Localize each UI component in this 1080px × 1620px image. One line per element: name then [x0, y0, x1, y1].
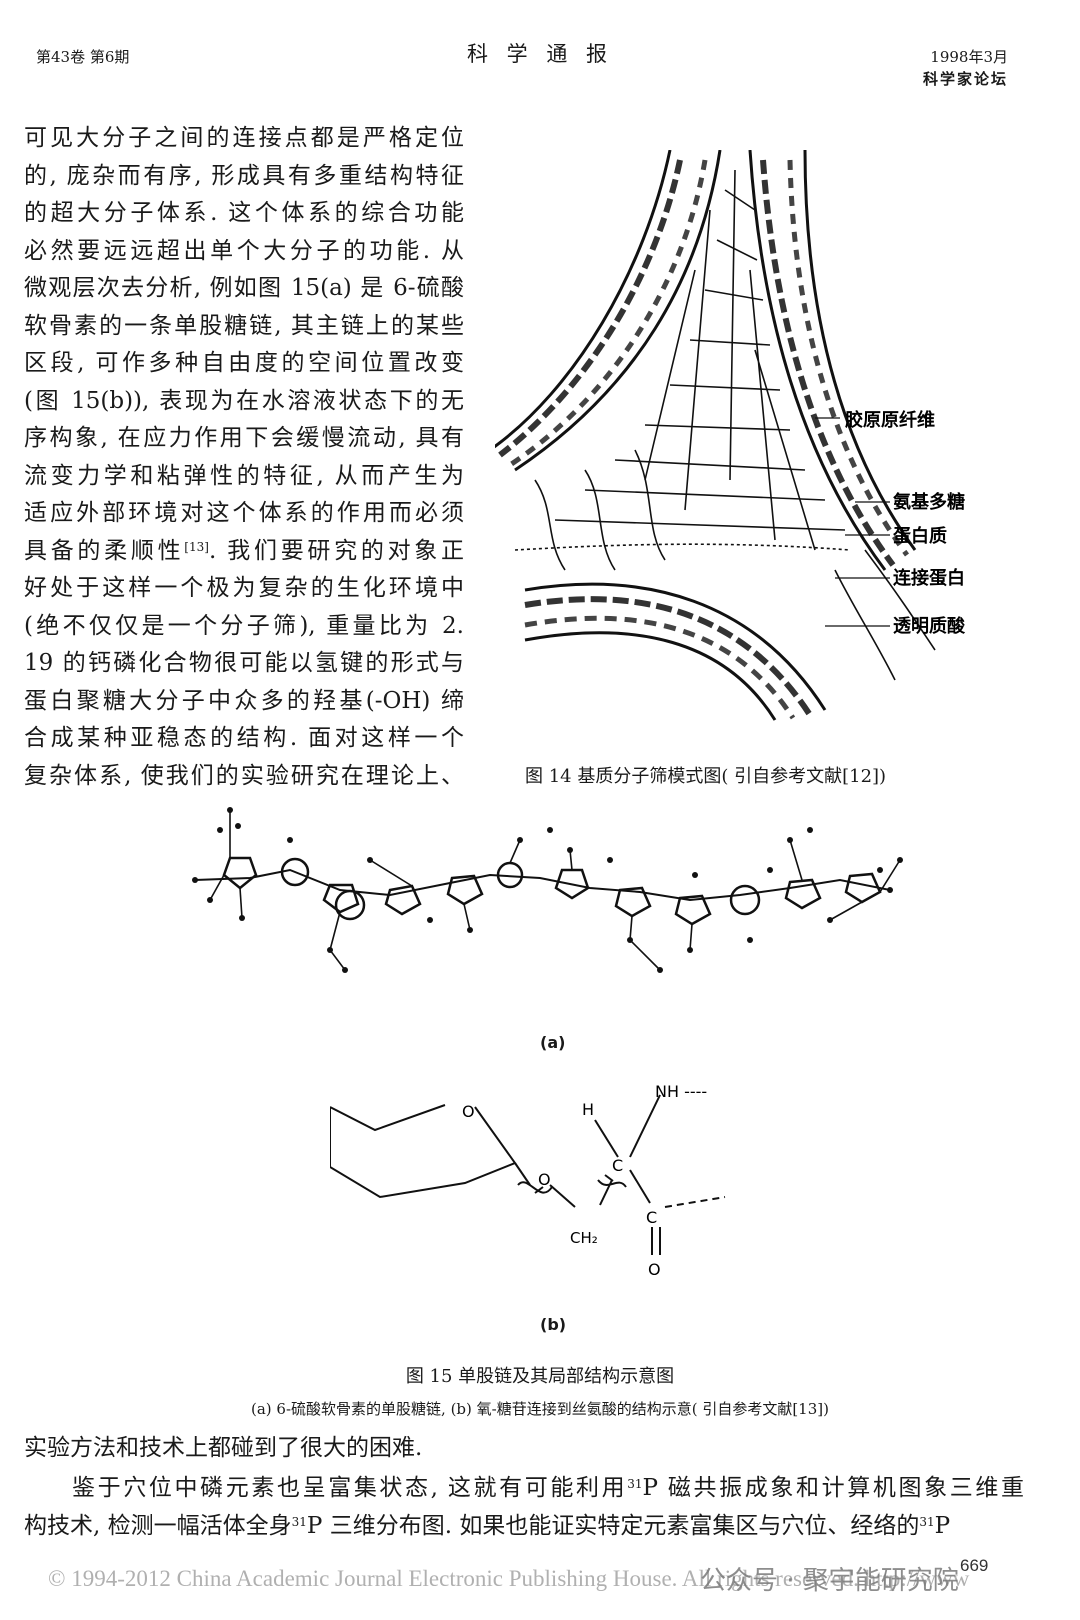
- text-line: 必然要远远超出单个大分子的功能. 从: [24, 237, 464, 264]
- left-text-column: 可见大分子之间的连接点都是严格定位 的, 庞杂而有序, 形成具有多重结构特征 的…: [24, 120, 464, 795]
- figure-15-subcaption: (a) 6-硫酸软骨素的单股糖链, (b) 氧-糖苷连接到丝氨酸的结构示意( 引…: [251, 1400, 829, 1418]
- atom-hydrogen: H: [582, 1100, 594, 1119]
- body-paragraph-2: 鉴于穴位中磷元素也呈富集状态, 这就有可能利用31P 磁共振成象和计算机图象三维…: [24, 1470, 1024, 1507]
- copyright-footer: © 1994-2012 China Academic Journal Elect…: [48, 1566, 970, 1591]
- text-fragment: P 三维分布图. 如果也能证实特定元素富集区与穴位、经络的: [306, 1513, 920, 1539]
- isotope-superscript: 31: [919, 1515, 935, 1529]
- text-line: (图 15(b)), 表现为在水溶液状态下的无: [24, 387, 464, 414]
- atom-link-oxygen: O: [538, 1170, 551, 1189]
- figure-15b-label: (b): [540, 1315, 567, 1334]
- body-paragraph-3: 构技术, 检测一幅活体全身31P 三维分布图. 如果也能证实特定元素富集区与穴位…: [24, 1508, 1024, 1545]
- isotope-superscript: 31: [291, 1515, 307, 1529]
- atom-ring-oxygen: O: [462, 1102, 475, 1121]
- atom-carbonyl-oxygen: O: [648, 1260, 661, 1279]
- text-line: 蛋白聚糖大分子中众多的羟基(-OH) 缔: [24, 687, 464, 714]
- text-line: 合成某种亚稳态的结构. 面对这样一个: [24, 725, 464, 751]
- figure-14-molecular-sieve-diagram: 胶原原纤维 氨基多糖 蛋白质 连接蛋白 透明质酸: [495, 150, 966, 721]
- atom-carbonyl-carbon: C: [646, 1208, 657, 1227]
- atom-nh: NH ----: [655, 1082, 707, 1101]
- atom-alpha-carbon: C: [612, 1156, 623, 1175]
- figure-14-caption: 图 14 基质分子筛模式图( 引自参考文献[12]): [525, 766, 887, 787]
- text-line: 区段, 可作多种自由度的空间位置改变: [24, 350, 464, 376]
- atom-ch2: CH₂: [570, 1229, 598, 1247]
- label-glycosaminoglycan: 氨基多糖: [893, 491, 965, 513]
- text-line: 适应外部环境对这个体系的作用而必须: [24, 500, 464, 526]
- label-collagen-fibril: 胶原原纤维: [845, 409, 935, 431]
- label-hyaluronic-acid: 透明质酸: [893, 615, 966, 637]
- figure-15b-o-glycoside-structure: O O H NH ---- C C CH₂ O: [330, 1082, 726, 1279]
- text-line: 流变力学和粘弹性的特征, 从而产生为: [24, 462, 464, 489]
- text-line: 软骨素的一条单股糖链, 其主链上的某些: [24, 312, 464, 339]
- text-line: (绝不仅仅是一个分子筛), 重量比为 2.: [24, 612, 464, 639]
- section-name: 科学家论坛: [922, 70, 1008, 88]
- text-line-with-ref: 具备的柔顺性[13]. 我们要研究的对象正: [24, 533, 464, 571]
- watermark: 公众号 · 聚宇能研究院: [700, 1566, 959, 1596]
- text-fragment: 鉴于穴位中磷元素也呈富集状态, 这就有可能利用: [72, 1475, 628, 1501]
- text-line: 微观层次去分析, 例如图 15(a) 是 6-硫酸: [24, 275, 464, 301]
- text-fragment: . 我们要研究的对象正: [208, 537, 465, 564]
- text-line: 序构象, 在应力作用下会缓慢流动, 具有: [24, 425, 464, 451]
- issue-date: 1998年3月: [930, 48, 1008, 66]
- volume-issue: 第43卷 第6期: [36, 48, 130, 66]
- figure-15-caption: 图 15 单股链及其局部结构示意图: [405, 1366, 675, 1387]
- isotope-superscript: 31: [627, 1477, 643, 1491]
- citation-ref: [13]: [184, 539, 209, 554]
- text-line: 复杂体系, 使我们的实验研究在理论上、: [24, 762, 464, 789]
- text-line: 好处于这样一个极为复杂的生化环境中: [24, 575, 464, 601]
- text-fragment: 具备的柔顺性: [24, 537, 185, 564]
- text-line: 可见大分子之间的连接点都是严格定位: [24, 125, 464, 151]
- body-paragraph-1: 实验方法和技术上都碰到了很大的困难.: [24, 1435, 423, 1461]
- journal-title: 科 学 通 报: [466, 42, 614, 66]
- figure-15a-sugar-chain: [192, 807, 903, 973]
- label-protein: 蛋白质: [893, 525, 947, 547]
- text-line: 19 的钙磷化合物很可能以氢键的形式与: [24, 650, 464, 676]
- figure-15a-label: (a): [540, 1033, 566, 1052]
- page-number: 669: [960, 1556, 989, 1575]
- text-line: 的, 庞杂而有序, 形成具有多重结构特征: [24, 162, 464, 189]
- label-link-protein: 连接蛋白: [893, 567, 965, 589]
- text-fragment: P: [934, 1513, 951, 1539]
- text-line: 的超大分子体系. 这个体系的综合功能: [24, 200, 464, 226]
- text-fragment: P 磁共振成象和计算机图象三维重: [642, 1475, 1024, 1501]
- text-fragment: 构技术, 检测一幅活体全身: [24, 1513, 292, 1539]
